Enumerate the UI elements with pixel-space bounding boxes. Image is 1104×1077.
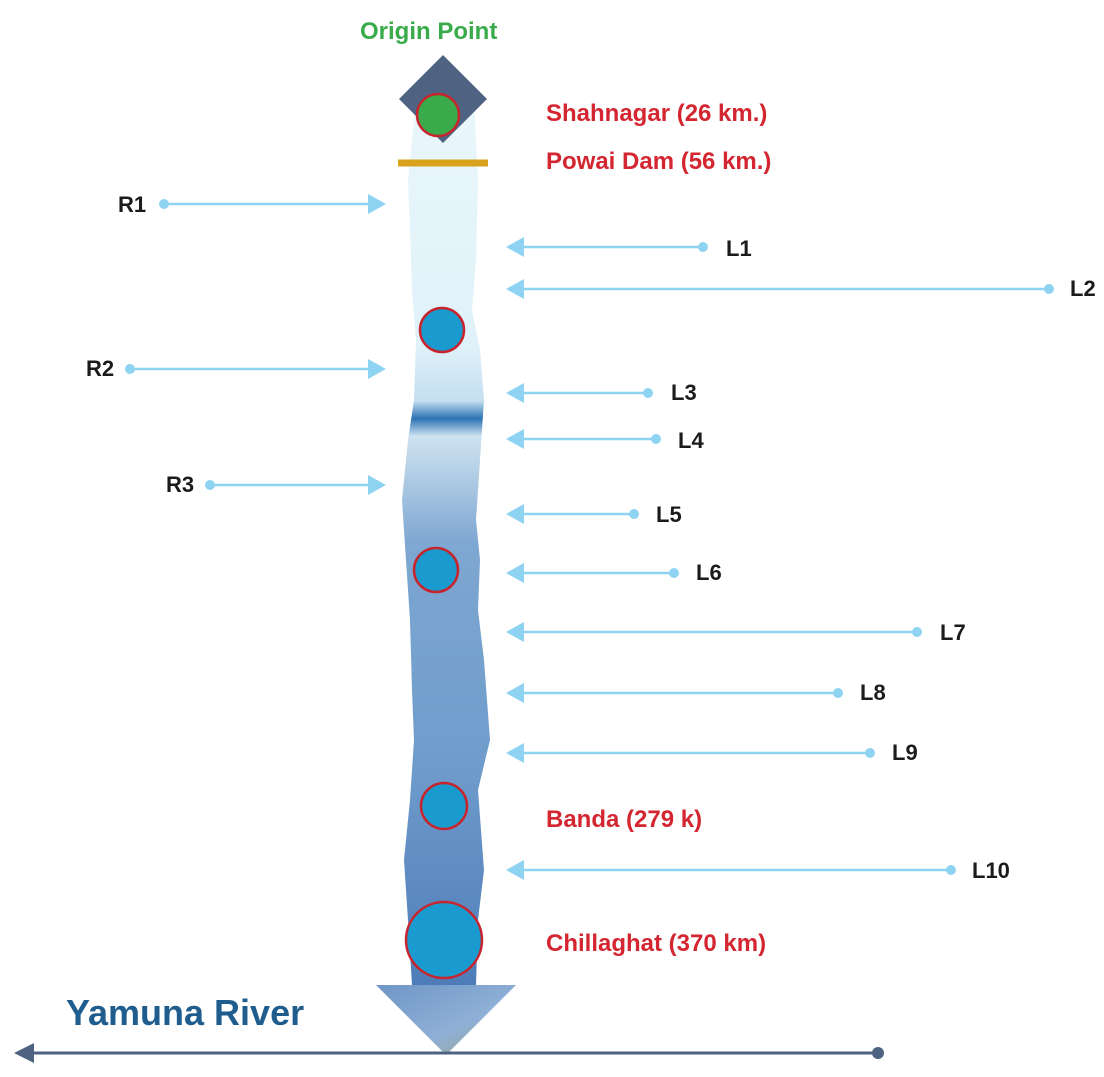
tributary-arrow-l7 xyxy=(506,622,922,642)
tributary-label-l5: L5 xyxy=(656,502,682,527)
tributary-arrow-l6 xyxy=(506,563,679,583)
tributary-label-l9: L9 xyxy=(892,740,918,765)
tributary-arrow-r2 xyxy=(125,359,386,379)
tributary-arrow-l1 xyxy=(506,237,708,257)
tributary-label-l4: L4 xyxy=(678,428,704,453)
tributary-label-l1: L1 xyxy=(726,236,752,261)
tributary-arrow-l2 xyxy=(506,279,1054,299)
tributary-arrow-r3 xyxy=(205,475,386,495)
origin-label: Origin Point xyxy=(360,18,498,45)
tributary-label-l8: L8 xyxy=(860,680,886,705)
tributary-label-r3: R3 xyxy=(166,472,195,497)
place-label-shahnagar: Shahnagar (26 km.) xyxy=(546,100,768,127)
tributary-arrow-l8 xyxy=(506,683,843,703)
tributary-label-l2: L2 xyxy=(1070,276,1096,301)
place-label-chillaghat: Chillaghat (370 km) xyxy=(546,930,767,957)
chillaghat-marker xyxy=(404,900,484,980)
tributary-arrow-l3 xyxy=(506,383,653,403)
tributary-arrow-l10 xyxy=(506,860,956,880)
tributary-arrows xyxy=(125,194,1054,880)
town-marker xyxy=(412,546,460,594)
tributary-arrow-l9 xyxy=(506,743,875,763)
tributary-label-r2: R2 xyxy=(86,356,115,381)
yamuna-river-label: Yamuna River xyxy=(66,992,305,1033)
tributary-label-l7: L7 xyxy=(940,620,966,645)
origin-marker xyxy=(415,92,461,138)
banda-marker xyxy=(419,781,469,831)
place-label-powai-dam: Powai Dam (56 km.) xyxy=(546,148,772,175)
place-label-banda: Banda (279 k) xyxy=(546,806,703,833)
tributary-label-l3: L3 xyxy=(671,380,697,405)
tributary-label-l6: L6 xyxy=(696,560,722,585)
tributary-arrow-r1 xyxy=(159,194,386,214)
tributary-label-l10: L10 xyxy=(972,858,1010,883)
river-mouth-arrowhead xyxy=(376,985,516,1055)
river-channel xyxy=(402,100,490,985)
tributary-arrow-l4 xyxy=(506,429,661,449)
tributary-arrow-l5 xyxy=(506,504,639,524)
tributary-label-r1: R1 xyxy=(118,192,147,217)
town-marker xyxy=(418,306,466,354)
yamuna-arrow xyxy=(14,1043,884,1063)
